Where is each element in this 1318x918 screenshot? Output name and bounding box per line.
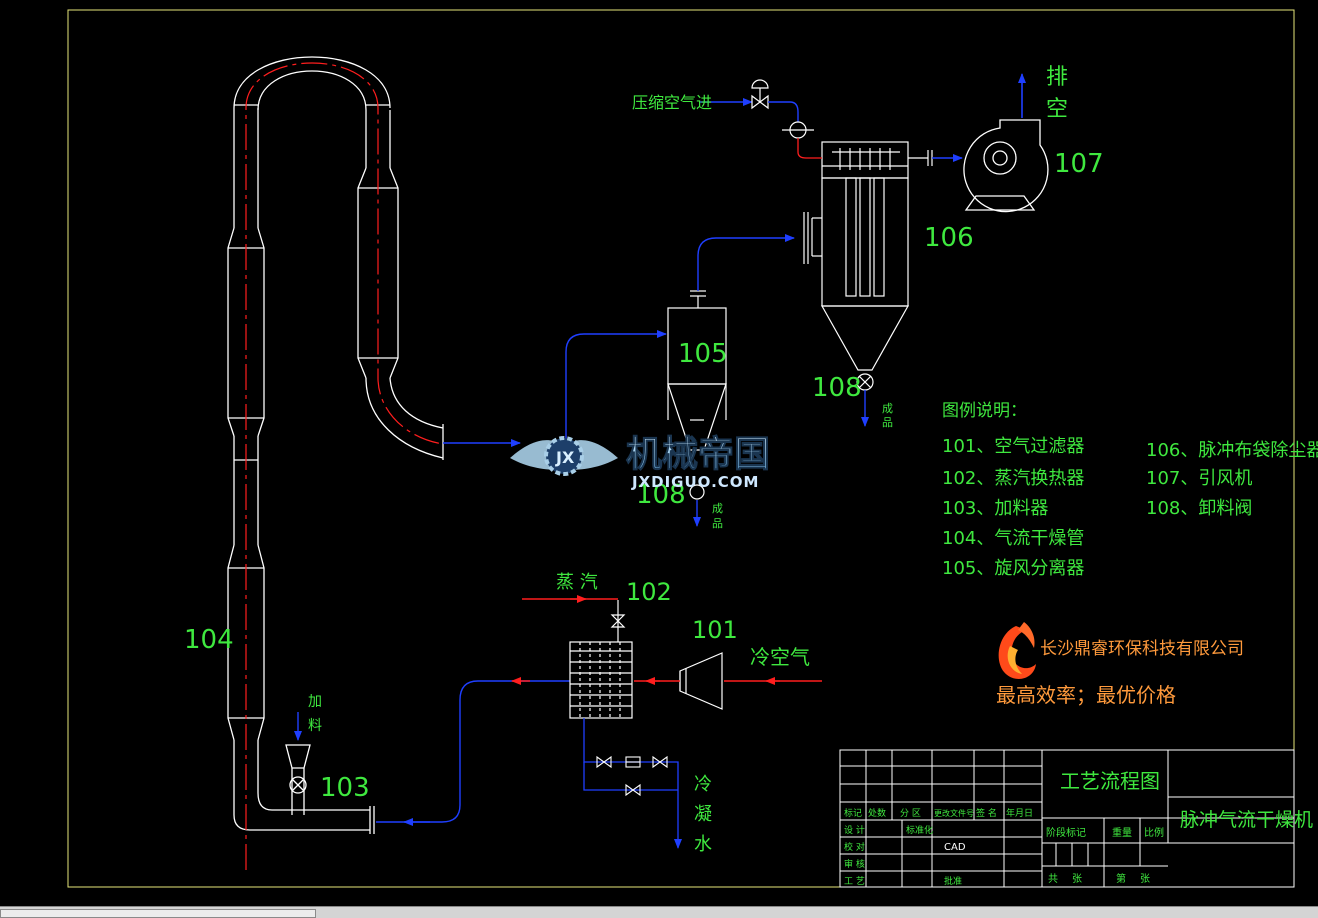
label-feed-2: 料 <box>308 718 322 734</box>
label-product-filter-2: 品 <box>882 416 893 429</box>
tag-105: 105 <box>678 339 728 369</box>
pulse-bag-filter-106 <box>803 141 933 391</box>
tb-row-label: 审 核 <box>844 858 865 870</box>
condensate-valves <box>596 755 668 797</box>
tag-108-filter: 108 <box>812 373 862 403</box>
tag-106: 106 <box>924 223 974 253</box>
tb-page: 第 <box>1116 872 1126 885</box>
product-name: 脉冲气流干燥机 <box>1180 809 1313 831</box>
tb-header: 标记 <box>844 807 862 819</box>
gear-icon <box>544 436 584 476</box>
label-exhaust-2: 空 <box>1046 97 1068 122</box>
label-condensate-1: 冷 <box>694 774 712 795</box>
tb-header: 更改文件号 <box>934 808 974 818</box>
tb-weight: 重量 <box>1112 826 1132 839</box>
hot-air-pipe <box>376 680 570 823</box>
tb-std: 标准化 <box>906 824 933 836</box>
compressed-air-line <box>700 79 822 159</box>
label-condensate-3: 水 <box>694 834 712 855</box>
tb-approve: 批准 <box>944 875 962 887</box>
drying-tube-centerline <box>245 62 444 870</box>
watermark-title: 机械帝国 <box>626 434 770 475</box>
tag-102: 102 <box>626 578 672 606</box>
label-steam: 蒸 汽 <box>556 572 598 593</box>
title-block <box>839 749 1295 888</box>
watermark: JX 机械帝国 JXDIGUO.COM <box>510 434 771 491</box>
label-cold-air: 冷空气 <box>750 645 810 669</box>
tb-row-label: 设 计 <box>844 824 865 836</box>
condensate-piping <box>583 718 682 849</box>
tb-row-label: 校 对 <box>844 841 865 853</box>
label-feed-1: 加 <box>308 694 322 710</box>
induced-fan-107 <box>932 119 1049 213</box>
cyclone-to-filter-pipe <box>697 234 795 291</box>
company-logo <box>998 622 1036 679</box>
company-name: 长沙鼎睿环保科技有限公司 <box>1040 639 1244 659</box>
legend-item: 101、空气过滤器 <box>942 436 1084 457</box>
svg-text:JX: JX <box>555 448 575 467</box>
tb-scale: 比例 <box>1144 826 1164 839</box>
tb-row-label: 工 艺 <box>844 876 865 887</box>
label-condensate-2: 凝 <box>694 804 712 825</box>
feeder-103 <box>285 744 311 815</box>
legend-item: 104、气流干燥管 <box>942 528 1084 549</box>
tag-103: 103 <box>320 773 370 803</box>
legend-item: 103、加料器 <box>942 498 1048 519</box>
air-filter-101 <box>679 652 723 710</box>
tb-stage: 阶段标记 <box>1046 826 1086 839</box>
drawing-border <box>67 9 1295 888</box>
label-exhaust-1: 排 <box>1046 65 1068 90</box>
cyclone-separator-105 <box>667 290 727 500</box>
tb-total: 共 <box>1048 873 1058 885</box>
tb-header: 处数 <box>868 807 886 819</box>
legend-item: 108、卸料阀 <box>1146 498 1252 519</box>
status-bar <box>0 906 1318 918</box>
tb-sheet-unit: 张 <box>1072 873 1082 885</box>
drawing-title: 工艺流程图 <box>1060 769 1160 793</box>
legend-item: 106、脉冲布袋除尘器 <box>1146 440 1318 461</box>
tb-header: 年月日 <box>1006 807 1033 819</box>
company-slogan: 最高效率；最优价格 <box>996 683 1176 707</box>
tag-101: 101 <box>692 616 738 644</box>
label-product-cyclone-1: 成 <box>712 502 723 515</box>
tag-104: 104 <box>184 625 234 655</box>
tag-108-cyclone: 108 <box>636 480 686 510</box>
tb-header: 分 区 <box>900 808 921 819</box>
legend-item: 102、蒸汽换热器 <box>942 468 1084 489</box>
legend-title: 图例说明： <box>942 401 1027 421</box>
drying-tube-104 <box>227 56 444 834</box>
tb-cad: CAD <box>944 842 966 853</box>
watermark-url: JXDIGUO.COM <box>631 473 759 491</box>
label-product-filter-1: 成 <box>882 402 893 415</box>
tb-header: 签 名 <box>976 807 997 819</box>
label-product-cyclone-2: 品 <box>712 517 723 530</box>
tag-107: 107 <box>1054 149 1104 179</box>
legend-item: 105、旋风分离器 <box>942 558 1084 579</box>
tb-page-unit: 张 <box>1140 873 1150 885</box>
label-compressed-air: 压缩空气进 <box>632 93 712 112</box>
legend-item: 107、引风机 <box>1146 468 1252 489</box>
steam-heat-exchanger-102 <box>569 600 633 719</box>
